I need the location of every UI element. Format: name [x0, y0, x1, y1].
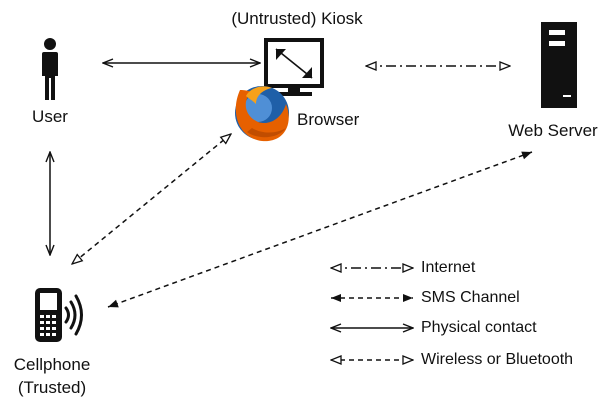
legend-physical-label: Physical contact — [421, 319, 537, 336]
cellphone-trust-label: (Trusted) — [17, 378, 87, 397]
monitor-icon — [264, 38, 324, 96]
user-label: User — [32, 107, 68, 126]
legend-sms-label: SMS Channel — [421, 289, 520, 306]
legend-wireless-label: Wireless or Bluetooth — [421, 351, 574, 368]
cellphone-label: Cellphone — [13, 355, 91, 374]
web-server-label: Web Server — [508, 121, 598, 140]
server-tower-icon — [541, 22, 577, 108]
kiosk-label: (Untrusted) Kiosk — [231, 9, 363, 28]
webserver-cellphone-sms-arrow — [107, 151, 533, 308]
person-icon — [42, 38, 58, 100]
browser-cellphone-wireless-arrow — [72, 134, 231, 264]
browser-label: Browser — [297, 110, 360, 129]
firefox-browser-icon — [235, 86, 289, 142]
legend-internet-label: Internet — [421, 259, 476, 276]
cellphone-wireless-icon — [35, 288, 83, 342]
